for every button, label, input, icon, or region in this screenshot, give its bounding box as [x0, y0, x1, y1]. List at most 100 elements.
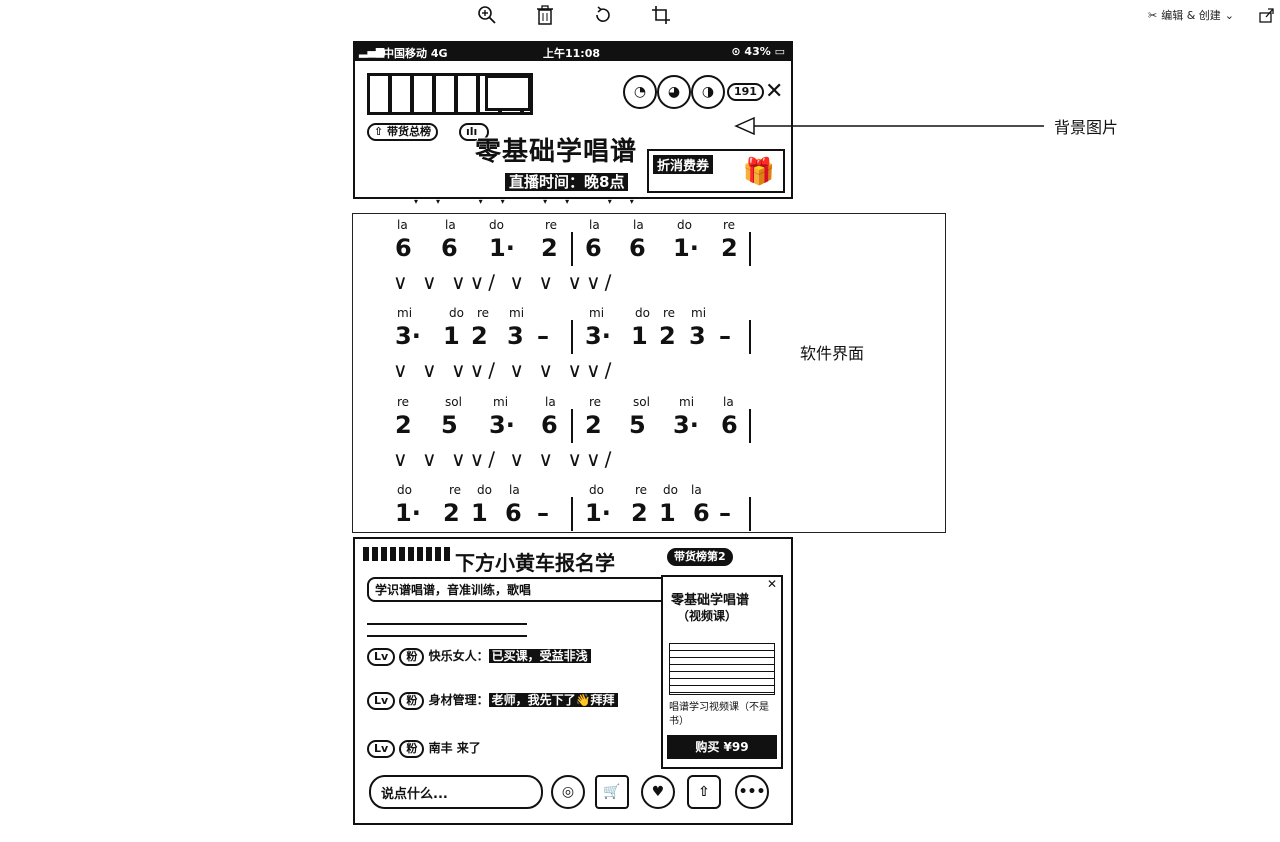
chat-text: 老师，我先下了👋拜拜	[488, 693, 618, 707]
solfege-label: do	[677, 218, 692, 232]
close-icon[interactable]: ✕	[765, 79, 784, 104]
rhythm-mark: ∨ ∨ ∨∨∕ ∨ ∨ ∨∨∕	[393, 270, 616, 294]
note-digit: 3	[507, 322, 524, 350]
viewer-avatar-icon[interactable]: ◕	[657, 75, 691, 109]
solfege-label: do	[477, 483, 492, 497]
chat-divider	[367, 623, 527, 637]
note-digit: 3·	[489, 411, 515, 439]
note-digit: 2	[659, 322, 676, 350]
signal-icon: ▂▄▆	[359, 45, 385, 58]
viewer-count[interactable]: 191	[727, 83, 764, 101]
emoji-icon[interactable]: ◎	[551, 775, 585, 809]
ranking-badge[interactable]: 带货榜第2	[667, 545, 733, 566]
note-digit: 6	[629, 234, 646, 262]
solfege-label: mi	[397, 306, 413, 320]
product-desc: 唱谱学习视频课（不是书）	[669, 702, 769, 727]
rank-badge[interactable]: ⇧ 带货总榜	[367, 123, 439, 141]
annotation-arrow	[734, 116, 1044, 136]
more-icon[interactable]: •••	[735, 775, 769, 809]
viewer-avatar-icon[interactable]: ◑	[691, 75, 725, 109]
viewer-avatar-icon[interactable]: ◔	[623, 75, 657, 109]
edit-create-button[interactable]: ✂ 编辑 & 创建 ⌄	[1148, 7, 1234, 23]
headline: 下方小黄车报名学	[455, 551, 615, 575]
follow-button[interactable]	[485, 75, 531, 111]
bar-line	[571, 232, 573, 266]
coupon-label: 折消费券	[653, 155, 714, 174]
chat-text: 已买课，受益非浅	[488, 649, 591, 663]
clock-label: 上午11:08	[543, 47, 601, 60]
solfege-label: mi	[691, 306, 707, 320]
viewer-strip	[363, 547, 453, 561]
solfege-label: la	[445, 218, 456, 232]
user-level-badge: Lv	[367, 740, 396, 758]
battery-percent: 43%	[744, 45, 771, 58]
solfege-label: la	[545, 395, 556, 409]
note-digit: 1	[443, 322, 460, 350]
note-digit: 6	[441, 234, 458, 262]
fan-badge: 粉	[399, 648, 425, 666]
shopping-cart-icon[interactable]: 🛒	[595, 775, 629, 809]
carrier-label: 中国移动 4G	[383, 47, 448, 60]
note-digit: –	[719, 322, 731, 350]
buy-button[interactable]: 购买 ¥99	[667, 735, 777, 759]
note-digit: 3·	[673, 411, 699, 439]
note-digit: 6	[585, 234, 602, 262]
solfege-label: la	[691, 483, 702, 497]
user-level-badge: Lv	[367, 692, 396, 710]
solfege-label: mi	[493, 395, 509, 409]
rhythm-mark: ∨ ∨ ∨∨∕ ∨ ∨ ∨∨∕	[393, 358, 616, 382]
bar-line	[749, 497, 751, 531]
zoom-in-icon[interactable]	[476, 4, 498, 26]
magic-edit-icon: ✂	[1148, 8, 1158, 22]
note-digit: 2	[541, 234, 558, 262]
note-digit: 6	[693, 499, 710, 527]
solfege-label: do	[589, 483, 604, 497]
gift-icon[interactable]: ♥	[641, 775, 675, 809]
live-time-label: 直播时间：晚8点	[505, 173, 629, 191]
rotate-icon[interactable]	[592, 4, 614, 26]
chat-message: Lv 粉 身材管理：老师，我先下了👋拜拜	[367, 691, 647, 710]
note-digit: 3·	[585, 322, 611, 350]
status-bar: ▂▄▆ 中国移动 4G 上午11:08 ⊙ 43% ▭	[355, 43, 791, 61]
product-card[interactable]: ✕ 零基础学唱谱 （视频课） 唱谱学习视频课（不是书） 购买 ¥99	[661, 575, 783, 769]
solfege-label: re	[449, 483, 462, 497]
small-badge[interactable]: ılı	[459, 123, 489, 141]
input-placeholder: 说点什么...	[381, 787, 448, 802]
share-icon[interactable]: ⇧	[687, 775, 721, 809]
delete-icon[interactable]	[534, 4, 556, 26]
solfege-label: do	[635, 306, 650, 320]
coupon-badge[interactable]: 折消费券 🎁	[647, 149, 785, 193]
note-digit: 1·	[673, 234, 699, 262]
note-digit: 2	[395, 411, 412, 439]
note-digit: 6	[721, 411, 738, 439]
solfege-label: la	[723, 395, 734, 409]
rhythm-mark: ∨ ∨ ∨∨∕ ∨ ∨ ∨∨∕	[393, 447, 616, 471]
note-digit: 5	[629, 411, 646, 439]
share-icon[interactable]	[1256, 4, 1278, 26]
ranking-label: 带货榜第2	[667, 548, 733, 566]
solfege-label: sol	[445, 395, 462, 409]
note-digit: –	[537, 322, 549, 350]
battery-label: ⊙ 43% ▭	[731, 45, 785, 58]
solfege-label: re	[545, 218, 558, 232]
note-digit: 6	[505, 499, 522, 527]
product-card-close-icon[interactable]: ✕	[766, 577, 777, 591]
intro-message: 学识谱唱谱，音准训练，歌唱	[367, 577, 673, 602]
solfege-label: mi	[589, 306, 605, 320]
solfege-label: re	[635, 483, 648, 497]
note-digit: 1·	[489, 234, 515, 262]
note-digit: 3·	[395, 322, 421, 350]
chat-text: 南丰 来了	[428, 741, 481, 755]
crop-icon[interactable]	[650, 4, 672, 26]
note-digit: 2	[443, 499, 460, 527]
comment-input[interactable]: 说点什么...	[369, 775, 543, 809]
fan-badge: 粉	[399, 692, 425, 710]
chat-message: Lv 粉 快乐女人：已买课，受益非浅	[367, 647, 647, 666]
solfege-label: la	[633, 218, 644, 232]
edit-create-label: 编辑 & 创建	[1161, 9, 1221, 22]
bar-line	[571, 409, 573, 443]
solfege-label: do	[663, 483, 678, 497]
solfege-label: sol	[633, 395, 650, 409]
solfege-label: re	[663, 306, 676, 320]
